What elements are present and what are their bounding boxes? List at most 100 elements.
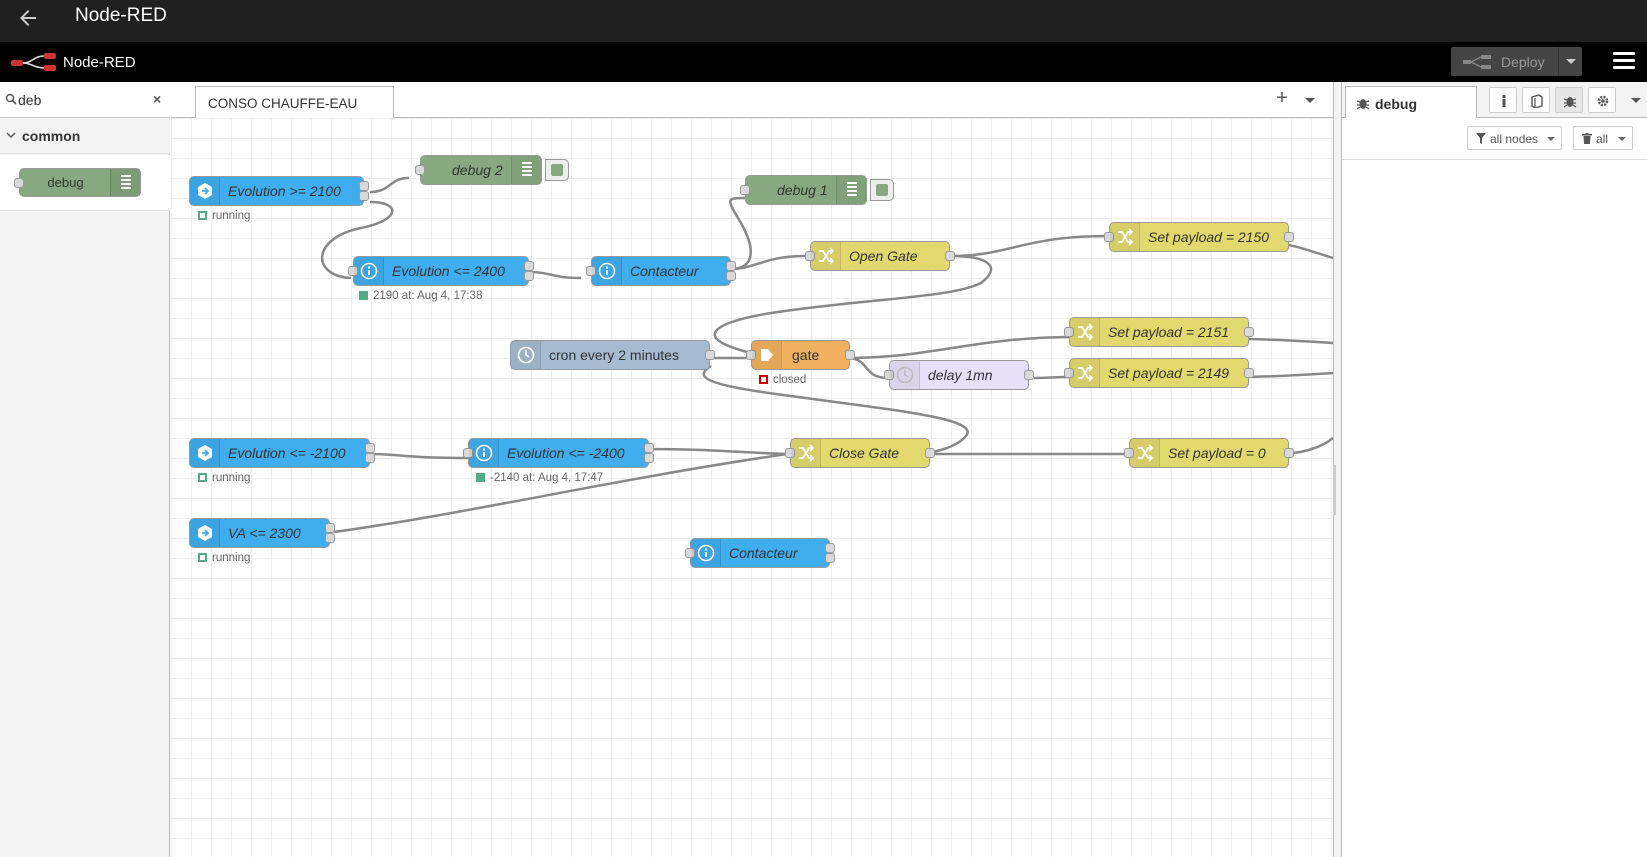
- node-label: Set payload = 2151: [1108, 324, 1230, 340]
- node-evolution-le-minus-2400[interactable]: Evolution <= -2400: [463, 438, 654, 468]
- deploy-button[interactable]: Deploy: [1451, 47, 1582, 76]
- input-port[interactable]: [1104, 232, 1114, 242]
- output-port[interactable]: [644, 443, 654, 453]
- search-icon: [5, 93, 17, 105]
- palette-node-debug[interactable]: debug: [14, 168, 141, 197]
- palette-search: ×: [0, 82, 170, 118]
- input-port[interactable]: [805, 251, 815, 261]
- sidebar-menu-caret[interactable]: [1631, 98, 1641, 103]
- output-port[interactable]: [925, 448, 935, 458]
- input-port[interactable]: [1124, 448, 1134, 458]
- input-port[interactable]: [746, 350, 756, 360]
- wire: [321, 200, 394, 280]
- config-tab-button[interactable]: [1588, 87, 1616, 113]
- output-port[interactable]: [825, 543, 835, 553]
- tab-conso-chauffe-eau[interactable]: CONSO CHAUFFE-EAU: [195, 86, 394, 119]
- clear-filter-button[interactable]: all: [1573, 126, 1633, 150]
- flow-canvas[interactable]: Evolution >= 2100 running debug 2 debug …: [171, 118, 1333, 857]
- input-port[interactable]: [785, 448, 795, 458]
- output-port[interactable]: [325, 523, 335, 533]
- node-va-le-2300[interactable]: VA <= 2300: [189, 518, 335, 548]
- debug-toolbar: all nodes all: [1342, 118, 1647, 160]
- node-evolution-le-minus-2100[interactable]: Evolution <= -2100: [189, 438, 375, 468]
- tab-menu-caret[interactable]: [1305, 98, 1315, 103]
- palette-category-common[interactable]: common: [0, 118, 170, 154]
- deploy-icon: [1463, 55, 1491, 69]
- node-set-payload-2150[interactable]: Set payload = 2150: [1104, 222, 1294, 252]
- output-port[interactable]: [359, 191, 369, 201]
- node-contacteur-2[interactable]: Contacteur: [685, 538, 835, 568]
- node-open-gate[interactable]: Open Gate: [805, 241, 955, 271]
- status-dot: [476, 473, 485, 482]
- status-evolution-le-2400: 2190 at: Aug 4, 17:38: [359, 290, 482, 302]
- output-port[interactable]: [644, 453, 654, 463]
- output-port[interactable]: [1284, 232, 1294, 242]
- back-arrow-icon[interactable]: [16, 6, 40, 30]
- status-dot: [198, 553, 207, 562]
- category-label: common: [22, 128, 81, 144]
- input-port[interactable]: [740, 185, 750, 195]
- debug-tab-button[interactable]: [1555, 87, 1583, 113]
- output-port[interactable]: [1284, 448, 1294, 458]
- node-debug-1[interactable]: debug 1: [740, 175, 894, 205]
- output-port[interactable]: [359, 181, 369, 191]
- node-contacteur[interactable]: Contacteur: [586, 256, 736, 286]
- input-port[interactable]: [586, 266, 596, 276]
- node-set-payload-2151[interactable]: Set payload = 2151: [1064, 317, 1254, 347]
- add-tab-icon[interactable]: +: [1276, 87, 1288, 109]
- output-port[interactable]: [365, 453, 375, 463]
- output-port[interactable]: [325, 533, 335, 543]
- input-port[interactable]: [884, 370, 894, 380]
- output-port[interactable]: [365, 443, 375, 453]
- node-evolution-ge-2100[interactable]: Evolution >= 2100: [189, 176, 369, 206]
- input-port[interactable]: [1064, 327, 1074, 337]
- output-port[interactable]: [945, 251, 955, 261]
- palette: × common debug: [0, 82, 170, 857]
- help-tab-button[interactable]: [1522, 87, 1550, 113]
- node-label: debug 2: [452, 162, 503, 178]
- output-port[interactable]: [825, 553, 835, 563]
- node-close-gate[interactable]: Close Gate: [785, 438, 935, 468]
- status-va-le-2300: running: [198, 552, 250, 564]
- input-port[interactable]: [415, 165, 425, 175]
- node-cron[interactable]: cron every 2 minutes: [510, 340, 715, 370]
- sidebar: debug all nodes all: [1341, 82, 1647, 857]
- clear-search-icon[interactable]: ×: [153, 91, 162, 107]
- output-port[interactable]: [726, 271, 736, 281]
- inject-icon: [190, 519, 220, 547]
- node-set-payload-0[interactable]: Set payload = 0: [1124, 438, 1294, 468]
- input-port[interactable]: [463, 448, 473, 458]
- output-port[interactable]: [524, 271, 534, 281]
- node-set-payload-2149[interactable]: Set payload = 2149: [1064, 358, 1254, 388]
- palette-search-input[interactable]: [18, 89, 148, 111]
- output-port[interactable]: [524, 261, 534, 271]
- node-delay[interactable]: delay 1mn: [884, 360, 1034, 390]
- status-dot: [759, 375, 768, 384]
- info-tab-button[interactable]: [1489, 87, 1517, 113]
- deploy-menu-caret[interactable]: [1558, 47, 1582, 76]
- inject-icon: [190, 177, 220, 205]
- output-port[interactable]: [845, 350, 855, 360]
- node-gate[interactable]: gate: [746, 340, 855, 370]
- tab-debug[interactable]: debug: [1345, 86, 1477, 119]
- debug-toggle-button[interactable]: [545, 159, 569, 181]
- sidebar-resize-handle[interactable]: [1333, 465, 1336, 515]
- input-port[interactable]: [685, 548, 695, 558]
- output-port[interactable]: [1244, 368, 1254, 378]
- debug-toggle-button[interactable]: [870, 179, 894, 201]
- status-evolution-le-minus-2100: running: [198, 472, 250, 484]
- output-port[interactable]: [1244, 327, 1254, 337]
- deploy-label: Deploy: [1501, 54, 1545, 70]
- output-port[interactable]: [726, 261, 736, 271]
- wire: [702, 364, 969, 456]
- node-label: Set payload = 0: [1168, 445, 1266, 461]
- filter-nodes-button[interactable]: all nodes: [1467, 126, 1562, 150]
- input-port[interactable]: [348, 266, 358, 276]
- node-debug-2[interactable]: debug 2: [415, 155, 569, 185]
- main-menu-icon[interactable]: [1613, 52, 1635, 72]
- node-label: Set payload = 2150: [1148, 229, 1270, 245]
- output-port[interactable]: [1024, 370, 1034, 380]
- output-port[interactable]: [705, 350, 715, 360]
- node-evolution-le-2400[interactable]: Evolution <= 2400: [348, 256, 534, 286]
- input-port[interactable]: [1064, 368, 1074, 378]
